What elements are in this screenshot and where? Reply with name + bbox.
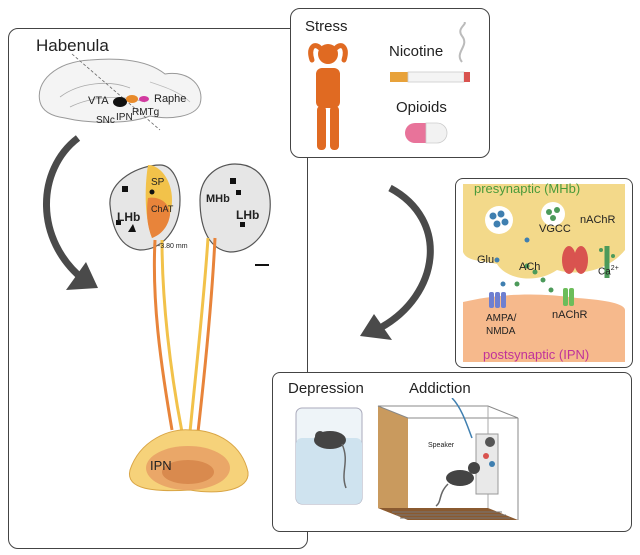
addiction-label: Addiction — [409, 380, 471, 397]
nicotine-label: Nicotine — [389, 43, 444, 60]
habenula-title: Habenula — [36, 36, 109, 55]
label-sp: SP — [151, 177, 165, 188]
postsynaptic-label: postsynaptic (IPN) — [483, 347, 590, 362]
curved-arrow-right — [360, 184, 434, 340]
curved-arrow-left — [43, 135, 98, 290]
presynaptic-label: presynaptic (MHb) — [474, 181, 581, 196]
glu-label: Glu — [477, 254, 495, 266]
ca-label: Ca2+ — [598, 265, 619, 277]
label-lhb-left: LHb — [117, 210, 141, 224]
stressed-person-icon — [308, 43, 348, 150]
habenula-sections — [109, 163, 271, 493]
ampa-label: AMPA/ — [486, 313, 517, 324]
label-ipn-small: IPN — [116, 112, 133, 123]
vta-dot — [126, 95, 138, 103]
postsynaptic-terminal — [463, 294, 625, 362]
label-ipn: IPN — [150, 458, 172, 473]
nmda-label: NMDA — [486, 326, 516, 337]
label-vta: VTA — [88, 95, 109, 107]
speaker-label: Speaker — [428, 442, 455, 449]
label-snc: SNc — [96, 115, 115, 126]
raphe-dot — [139, 96, 149, 102]
ach-label: ACh — [519, 261, 541, 273]
label-mhb: MHb — [206, 193, 230, 205]
brain-diagram — [38, 53, 202, 131]
label-raphe: Raphe — [154, 93, 187, 105]
synapse-diagram — [463, 184, 625, 362]
pill-icon — [405, 122, 448, 144]
label-lhb-right: LHb — [236, 208, 260, 222]
stress-label: Stress — [305, 18, 348, 35]
cigarette-icon — [390, 22, 470, 83]
nachr-bottom-label: nAChR — [552, 309, 588, 321]
vgcc-label: VGCC — [539, 223, 571, 235]
label-rmtg: RMTg — [132, 107, 160, 118]
forced-swim-beaker — [295, 407, 363, 505]
habenula-dot — [113, 97, 127, 107]
operant-box — [377, 398, 519, 520]
depression-label: Depression — [288, 380, 364, 397]
speaker-icon — [485, 437, 495, 447]
label-chat: ChAT — [151, 204, 174, 214]
nachr-top-label: nAChR — [580, 214, 616, 226]
label-coord: -3.80 mm — [158, 243, 188, 250]
ca-charge: 2+ — [610, 265, 619, 272]
ca-text: Ca — [598, 266, 611, 278]
opioids-label: Opioids — [396, 99, 447, 116]
